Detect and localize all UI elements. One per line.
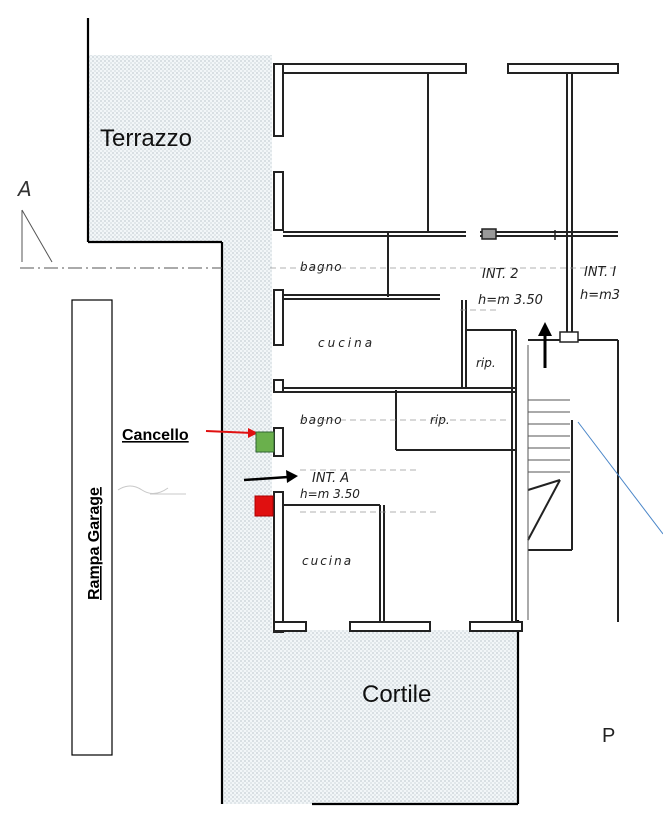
room-int2-height: h=m 3.50	[478, 293, 543, 308]
courtyard-area	[222, 242, 518, 804]
rampa-garage-label: Rampa Garage	[86, 487, 103, 600]
entry-arrow-int-2	[538, 322, 552, 368]
room-bagno-mid: bagno	[300, 413, 343, 427]
room-int-a-height: h=m 3.50	[300, 487, 360, 501]
site-boundary	[86, 18, 520, 806]
cancello-arrow	[205, 428, 258, 438]
room-cucina-bottom: cucina	[302, 554, 353, 568]
terrazzo-area	[88, 55, 272, 242]
room-int-a: INT. A	[312, 471, 349, 486]
section-label: A	[16, 177, 32, 201]
blue-pointer-line	[577, 421, 663, 535]
corner-mark: P	[602, 725, 615, 747]
room-bagno-top: bagno	[300, 260, 343, 274]
section-marker	[20, 209, 222, 269]
entry-arrow-int-a	[243, 470, 298, 483]
staircase	[527, 345, 570, 620]
cancello-label: Cancello	[122, 427, 189, 444]
wall-fixtures	[481, 228, 579, 343]
room-rip-top: rip.	[476, 356, 496, 370]
red-marker	[254, 495, 274, 517]
terrazzo-label: Terrazzo	[100, 125, 192, 152]
plan-guide-lines	[270, 267, 620, 513]
pencil-scribble	[117, 485, 186, 495]
room-int-partial-height: h=m3	[580, 288, 620, 303]
room-int-partial: INT. I	[584, 265, 616, 280]
building-walls	[273, 63, 619, 633]
cortile-label: Cortile	[362, 681, 431, 708]
room-rip-mid: rip.	[430, 413, 450, 427]
green-marker	[255, 431, 275, 453]
rampa-garage-box	[71, 299, 113, 756]
room-int2: INT. 2	[482, 267, 519, 282]
room-cucina-top: cucina	[318, 336, 375, 350]
